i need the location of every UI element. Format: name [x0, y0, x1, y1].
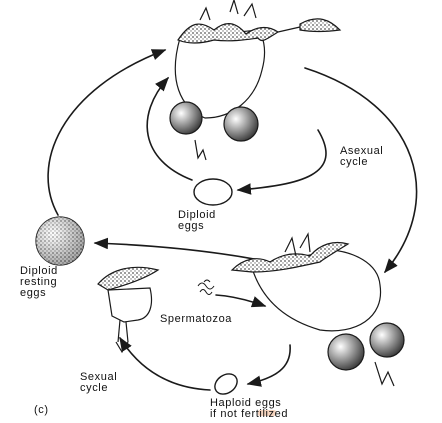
arrow-spermatozoa: [216, 295, 265, 306]
male-rotifer-illustration: [98, 267, 158, 352]
right-rotifer-illustration: [232, 234, 404, 386]
diploid-resting-eggs-label-line3: eggs: [20, 288, 58, 299]
diploid-eggs-label: Diploid eggs: [178, 210, 216, 232]
haploid-egg: [211, 370, 241, 399]
top-rotifer-illustration: [170, 0, 340, 160]
arrow-to-resting-eggs: [95, 243, 270, 262]
diploid-egg: [194, 179, 232, 205]
asexual-arrow-right: [238, 130, 326, 190]
sexual-cycle-arrow: [120, 338, 210, 390]
spermatozoa-label: Spermatozoa: [160, 314, 232, 325]
spermatozoa-illustration: [198, 280, 214, 295]
haploid-eggs-label-line2: if not fertilized: [210, 409, 288, 420]
panel-label: (c): [34, 405, 49, 416]
sexual-cycle-label-line2: cycle: [80, 383, 117, 394]
asexual-cycle-label-line2: cycle: [340, 157, 383, 168]
haploid-eggs-label: Haploid eggs if not fertilized: [210, 398, 288, 420]
diploid-eggs-label-line2: eggs: [178, 221, 216, 232]
arrow-to-haploid-eggs: [248, 345, 290, 384]
outer-arrow-right: [305, 68, 417, 272]
sexual-cycle-label: Sexual cycle: [80, 372, 117, 394]
asexual-cycle-label: Asexual cycle: [340, 146, 383, 168]
diploid-resting-eggs-label: Diploid resting eggs: [20, 266, 58, 299]
